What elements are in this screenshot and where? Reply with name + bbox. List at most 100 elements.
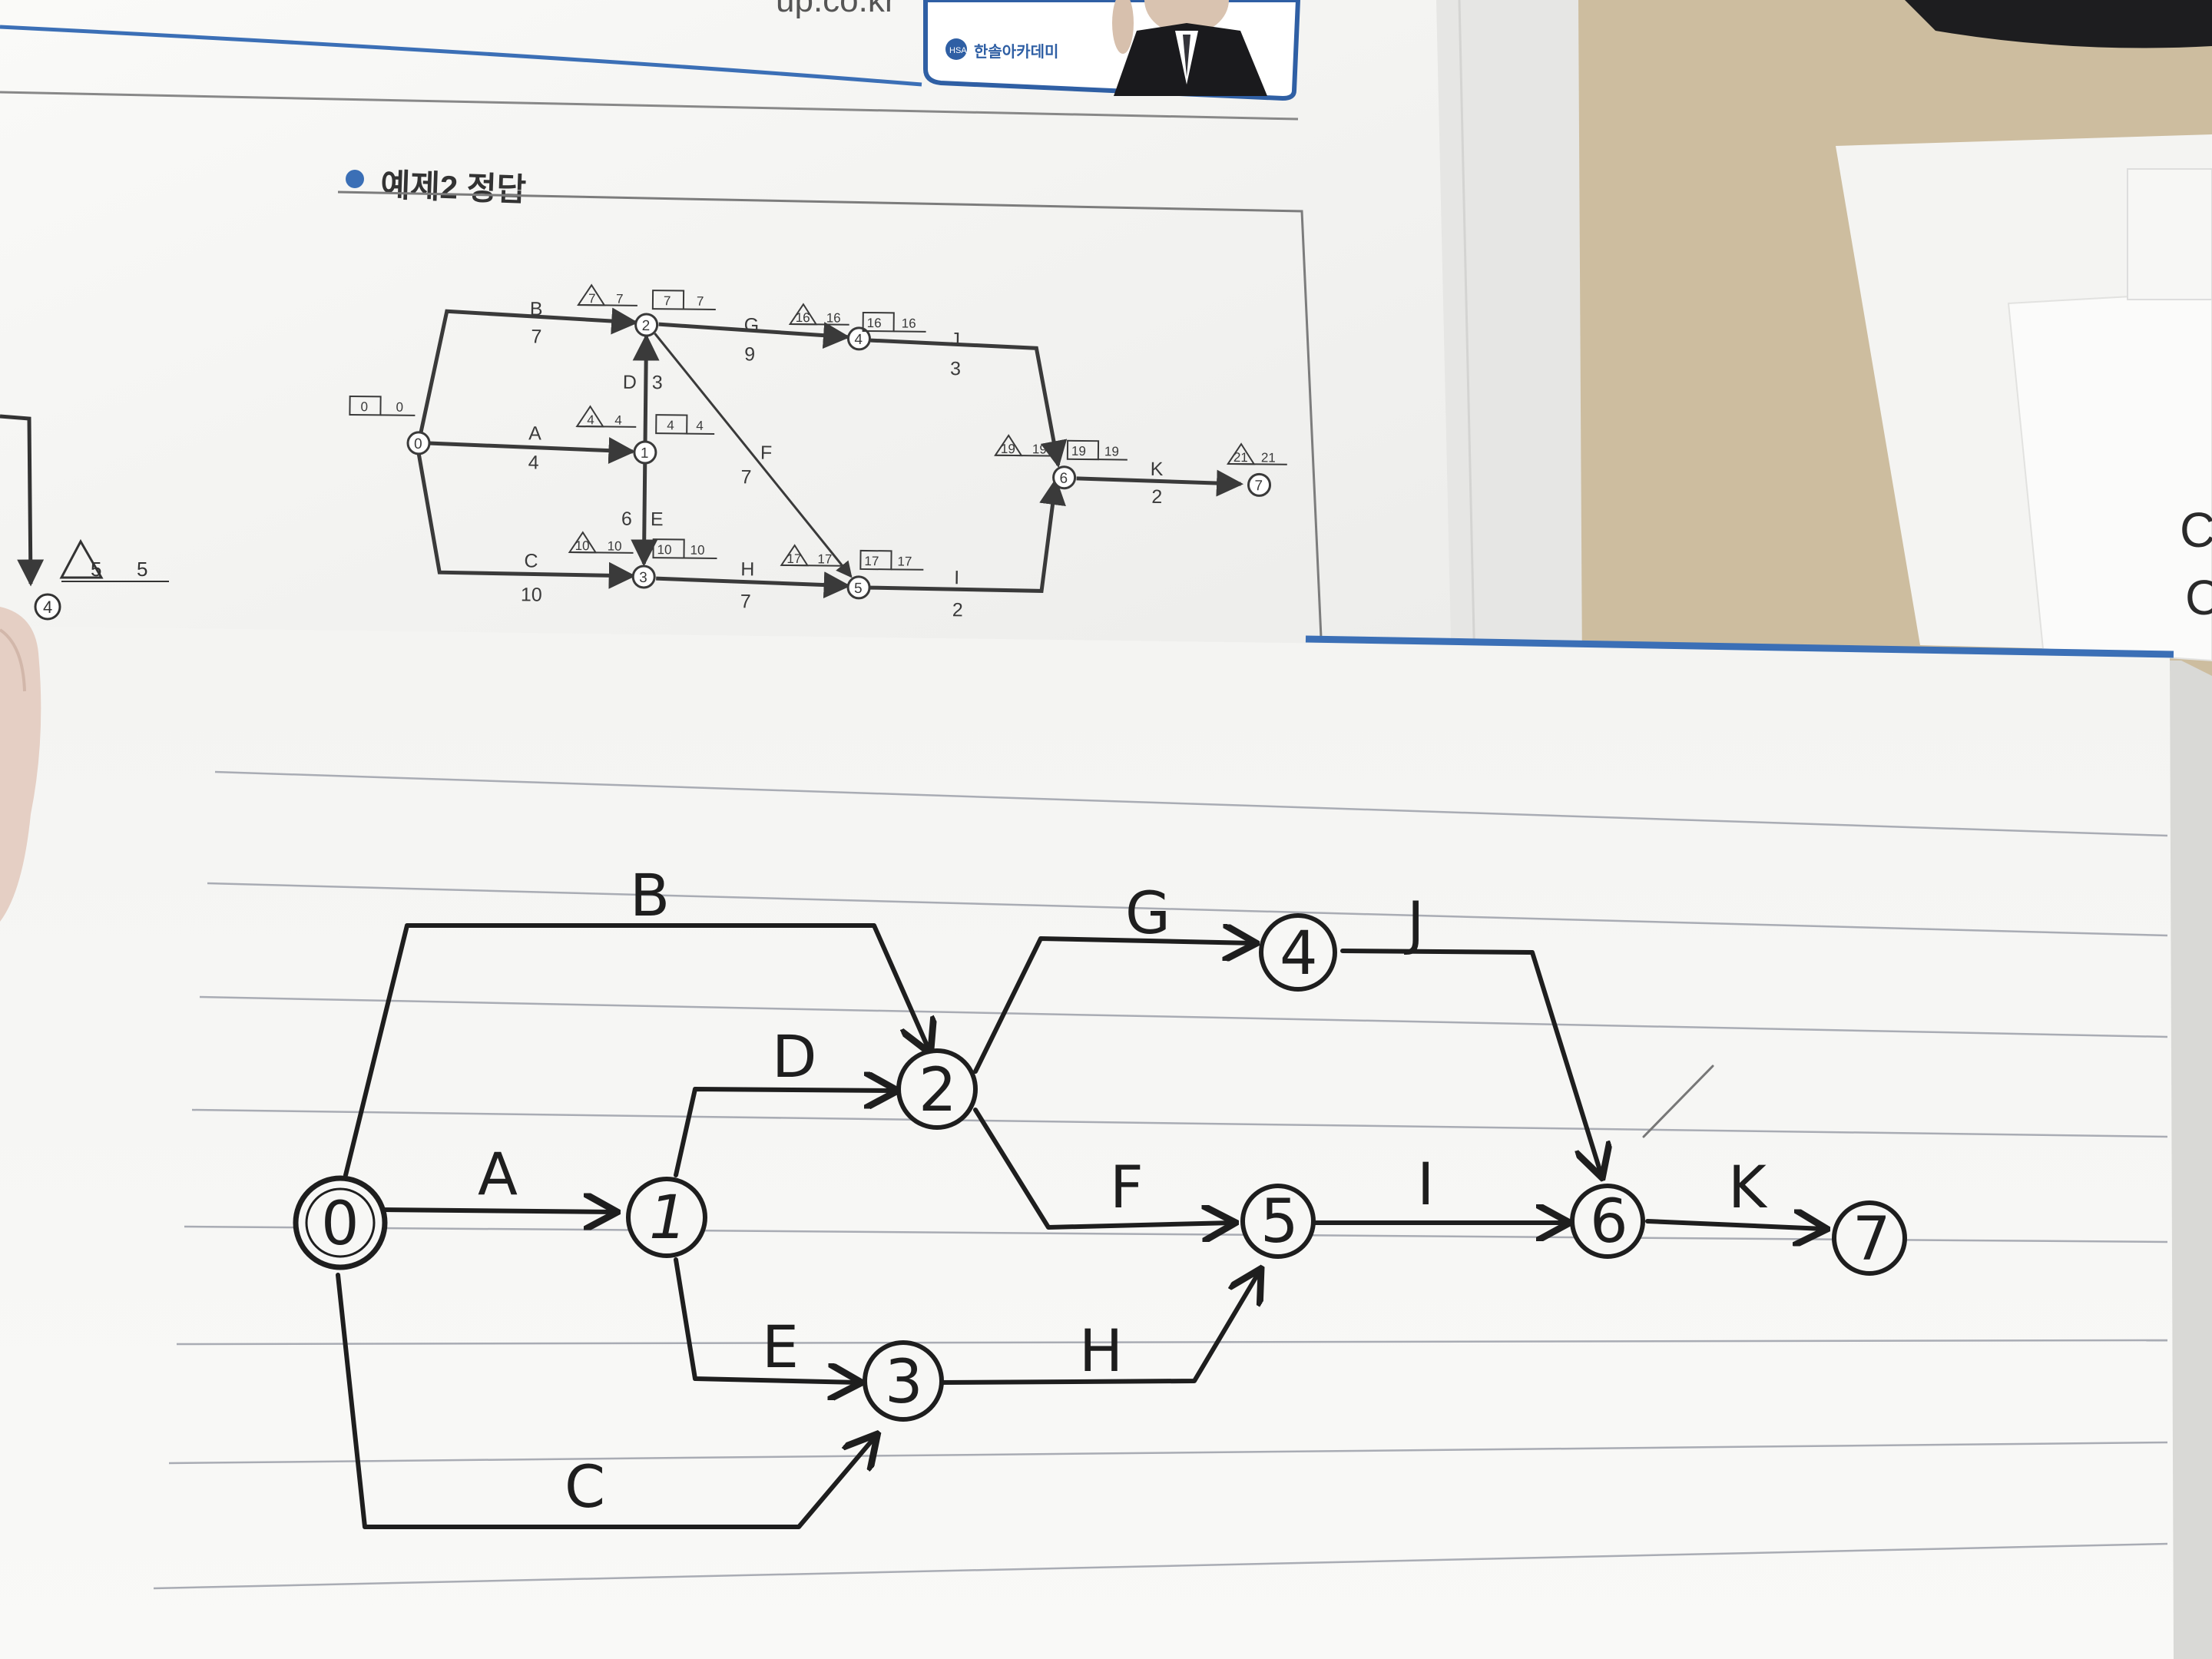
printed-dur-A: 4 bbox=[528, 452, 539, 473]
printed-dur-I: 2 bbox=[952, 599, 963, 621]
book-page-crease bbox=[1458, 0, 1476, 669]
printed-time-3-tri-1: 10 bbox=[575, 538, 590, 553]
header-rule bbox=[0, 91, 1299, 121]
printed-time-2-tri-1: 7 bbox=[588, 291, 596, 306]
printed-time-0-box-1: 0 bbox=[360, 399, 368, 414]
hand-stray-stroke bbox=[1642, 1065, 1714, 1138]
hand-node-0: 0 bbox=[321, 1190, 359, 1259]
printed-time-7-tri-1: 21 bbox=[1233, 450, 1248, 465]
printed-label-I: I bbox=[954, 567, 959, 588]
bullet-icon bbox=[346, 170, 364, 188]
example-title: 예제2 정답 bbox=[380, 167, 527, 208]
printed-arrow-H bbox=[656, 571, 851, 599]
printed-time-3-box-2: 10 bbox=[690, 543, 704, 558]
printed-dur-J: 3 bbox=[950, 358, 961, 379]
printed-time-5-tri-1: 17 bbox=[786, 551, 801, 566]
printed-arrow-G bbox=[658, 322, 850, 349]
printed-time-2-tri-2: 7 bbox=[616, 292, 624, 306]
hand-node-4: 4 bbox=[1280, 919, 1318, 988]
left-edge-fragment: 5 5 4 bbox=[0, 414, 169, 621]
printed-arrow-C bbox=[416, 452, 636, 589]
printed-time-6-tri-1: 19 bbox=[1001, 442, 1015, 456]
printed-nodes bbox=[406, 313, 1272, 600]
printed-time-0-box-2: 0 bbox=[396, 400, 403, 415]
diagram-frame bbox=[337, 190, 1323, 638]
ad-logo-text: HSA bbox=[949, 46, 967, 55]
printed-time-4-box-1: 16 bbox=[867, 316, 882, 330]
printed-dur-D: 3 bbox=[652, 372, 663, 393]
book-url-fragment: up.co.kr bbox=[776, 0, 896, 19]
printed-network-diagram: 0 1 2 3 4 5 6 7 B 7 A 4 C 10 D 3 6 E F 7… bbox=[349, 283, 1287, 621]
printed-node-7: 7 bbox=[1254, 478, 1263, 494]
printed-label-E: E bbox=[651, 508, 664, 530]
printed-time-6-box-2: 19 bbox=[1104, 444, 1119, 459]
printed-time-4-box-2: 16 bbox=[902, 316, 916, 330]
hand-label-I: I bbox=[1417, 1150, 1434, 1218]
hand-label-B: B bbox=[630, 861, 670, 929]
dark-object bbox=[1905, 0, 2212, 48]
printed-time-6-tri-2: 19 bbox=[1032, 442, 1047, 456]
notebook-top-blue-edge bbox=[1305, 635, 2174, 658]
printed-node-1: 1 bbox=[641, 445, 649, 462]
hand-nodes bbox=[293, 913, 1907, 1422]
hand-arrow-J bbox=[1340, 949, 1601, 1175]
printed-dur-G: 9 bbox=[744, 343, 755, 365]
printed-time-5-box-1: 17 bbox=[864, 554, 879, 568]
hand-arrow-C bbox=[336, 1273, 876, 1529]
printed-node-0: 0 bbox=[414, 436, 422, 452]
hand-node-7: 7 bbox=[1853, 1205, 1891, 1274]
printed-time-7-tri-2: 21 bbox=[1261, 450, 1276, 465]
printed-time-1-tri-2: 4 bbox=[614, 413, 622, 428]
printed-time-4-tri-2: 16 bbox=[826, 310, 841, 325]
hand-arrow-A bbox=[378, 1210, 614, 1212]
printed-dur-B: 7 bbox=[531, 326, 541, 347]
printed-node-2: 2 bbox=[642, 318, 651, 334]
book-page bbox=[0, 0, 1578, 676]
book-page-edge bbox=[1436, 0, 1582, 676]
printed-label-G: G bbox=[744, 314, 760, 336]
hand-label-G: G bbox=[1125, 879, 1171, 947]
printed-time-3-tri-2: 10 bbox=[608, 538, 622, 553]
printed-time-2-box-1: 7 bbox=[664, 293, 671, 308]
hand-label-A: A bbox=[478, 1140, 518, 1208]
hand-label-J: J bbox=[1404, 889, 1424, 957]
ad-logo-icon bbox=[945, 38, 967, 60]
hand-label-D: D bbox=[772, 1022, 817, 1091]
hand-node-1: 1 bbox=[649, 1184, 687, 1253]
header-blue-line bbox=[0, 25, 922, 87]
printed-time-5-box-2: 17 bbox=[897, 554, 912, 568]
right-paper-card bbox=[2127, 168, 2212, 300]
hand-node-6: 6 bbox=[1590, 1187, 1628, 1257]
printed-label-J: J bbox=[950, 329, 960, 350]
hand-label-K: K bbox=[1728, 1153, 1768, 1221]
printed-arrow-D bbox=[632, 333, 660, 442]
printed-time-6-box-1: 19 bbox=[1071, 444, 1086, 459]
printed-time-1-box-2: 4 bbox=[696, 419, 704, 433]
right-edge-letter-2: C bbox=[2185, 570, 2212, 625]
ruled-lines bbox=[153, 770, 2168, 1590]
right-edge-letter-1: C bbox=[2180, 502, 2212, 558]
printed-time-1-tri-1: 4 bbox=[587, 412, 594, 427]
hand-label-C: C bbox=[565, 1452, 605, 1521]
right-paper-sheet bbox=[2007, 290, 2212, 662]
notebook-paper bbox=[0, 626, 2174, 1659]
printed-node-5: 5 bbox=[854, 581, 863, 597]
printed-label-A: A bbox=[528, 422, 541, 444]
ad-brand-text: 한솔아카데미 bbox=[974, 43, 1058, 61]
hand-arrow-H bbox=[939, 1271, 1260, 1385]
left-edge-tri-label: 5 bbox=[91, 558, 101, 581]
printed-node-4: 4 bbox=[854, 332, 863, 348]
hand-arrow-B bbox=[343, 923, 929, 1177]
ad-person bbox=[1112, 0, 1267, 96]
printed-dur-K: 2 bbox=[1151, 486, 1162, 508]
printed-label-H: H bbox=[740, 558, 754, 580]
hand-node-5: 5 bbox=[1260, 1187, 1299, 1257]
printed-label-C: C bbox=[524, 550, 538, 571]
printed-arrow-J bbox=[870, 338, 1068, 469]
printed-dur-C: 10 bbox=[521, 584, 542, 605]
printed-arrow-A bbox=[428, 437, 636, 465]
printed-arrow-B bbox=[416, 307, 639, 444]
hand-arrow-E bbox=[674, 1257, 859, 1382]
printed-arrow-F bbox=[654, 333, 853, 578]
printed-node-6: 6 bbox=[1059, 471, 1068, 487]
